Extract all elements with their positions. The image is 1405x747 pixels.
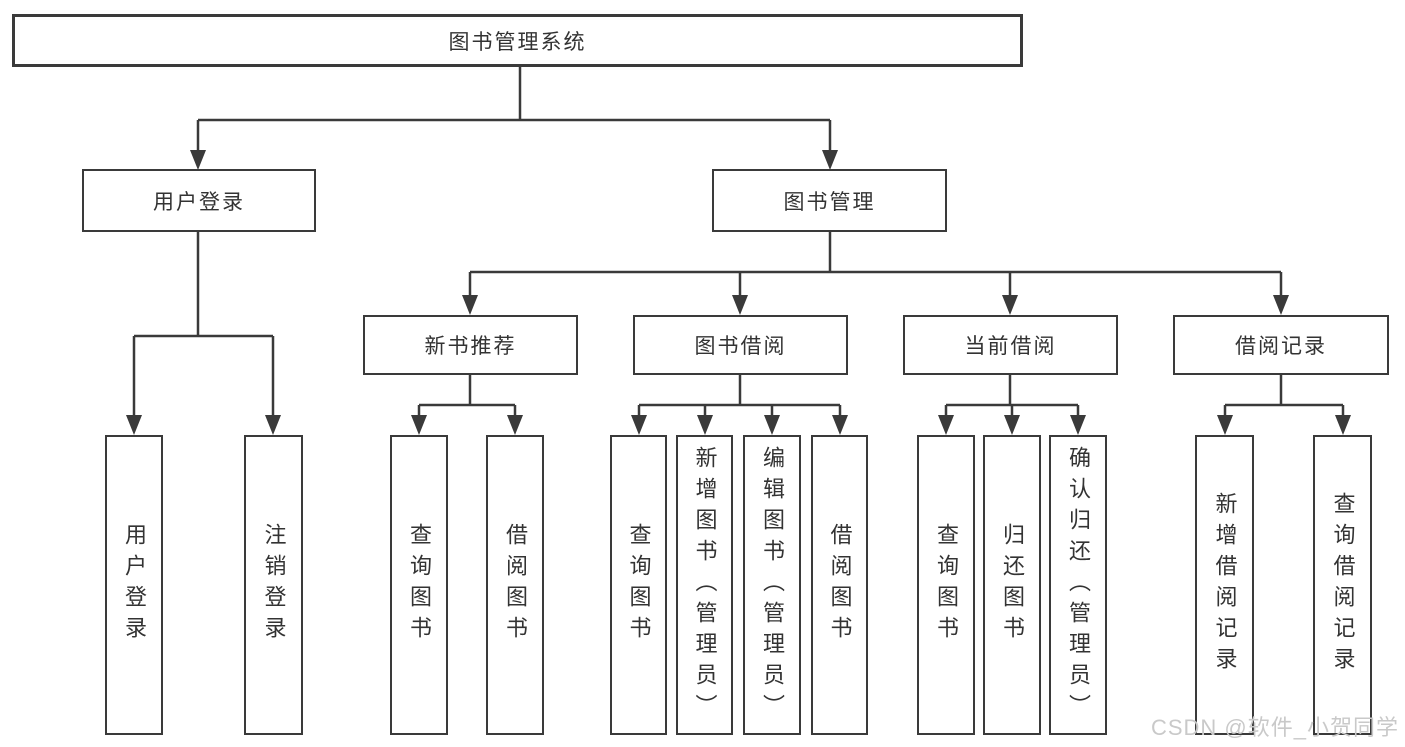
leaf-query-books-3: 查询图书: [917, 435, 975, 735]
node-borrow-records: 借阅记录: [1173, 315, 1389, 375]
arrowhead-down-icon: [126, 415, 142, 435]
csdn-watermark: CSDN @软件_小贺同学: [1150, 715, 1399, 740]
connector-root: [196, 67, 832, 152]
leaf-query-books-1: 查询图书: [390, 435, 448, 735]
node-current-borrow: 当前借阅: [903, 315, 1118, 375]
node-book-management: 图书管理: [712, 169, 947, 232]
node-user-login: 用户登录: [82, 169, 316, 232]
arrowhead-down-icon: [1070, 415, 1086, 435]
arrowhead-down-icon: [1335, 415, 1351, 435]
leaf-logout: 注销登录: [244, 435, 303, 735]
arrowhead-down-icon: [507, 415, 523, 435]
arrowhead-down-icon: [631, 415, 647, 435]
leaf-add-book-admin: 新增图书（管理员）: [676, 435, 733, 735]
node-new-book-recommend: 新书推荐: [363, 315, 578, 375]
arrowhead-down-icon: [938, 415, 954, 435]
arrowheads: [126, 150, 1351, 435]
arrowhead-down-icon: [832, 415, 848, 435]
arrowhead-down-icon: [697, 415, 713, 435]
leaf-query-books-2: 查询图书: [610, 435, 667, 735]
arrowhead-down-icon: [265, 415, 281, 435]
leaf-borrow-books-1: 借阅图书: [486, 435, 544, 735]
leaf-add-borrow-record: 新增借阅记录: [1195, 435, 1254, 735]
arrowhead-down-icon: [411, 415, 427, 435]
node-root: 图书管理系统: [12, 14, 1023, 67]
arrowhead-down-icon: [1004, 415, 1020, 435]
leaf-query-borrow-record: 查询借阅记录: [1313, 435, 1372, 735]
connector-borrow-records: [1223, 375, 1345, 418]
arrowhead-down-icon: [732, 295, 748, 315]
node-book-borrow: 图书借阅: [633, 315, 848, 375]
arrowhead-down-icon: [1002, 295, 1018, 315]
arrowhead-down-icon: [1273, 295, 1289, 315]
leaf-user-login: 用户登录: [105, 435, 163, 735]
leaf-borrow-books-2: 借阅图书: [811, 435, 868, 735]
connector-user-login: [132, 232, 275, 418]
arrowhead-down-icon: [462, 295, 478, 315]
leaf-confirm-return-admin: 确认归还（管理员）: [1049, 435, 1107, 735]
arrowhead-down-icon: [190, 150, 206, 170]
leaf-edit-book-admin: 编辑图书（管理员）: [743, 435, 801, 735]
arrowhead-down-icon: [764, 415, 780, 435]
arrowhead-down-icon: [1217, 415, 1233, 435]
leaf-return-books: 归还图书: [983, 435, 1041, 735]
arrowhead-down-icon: [822, 150, 838, 170]
connector-new-book-recommend: [417, 375, 517, 418]
connector-current-borrow: [944, 375, 1080, 418]
connector-book-management: [468, 232, 1283, 298]
connector-book-borrow: [637, 375, 842, 418]
